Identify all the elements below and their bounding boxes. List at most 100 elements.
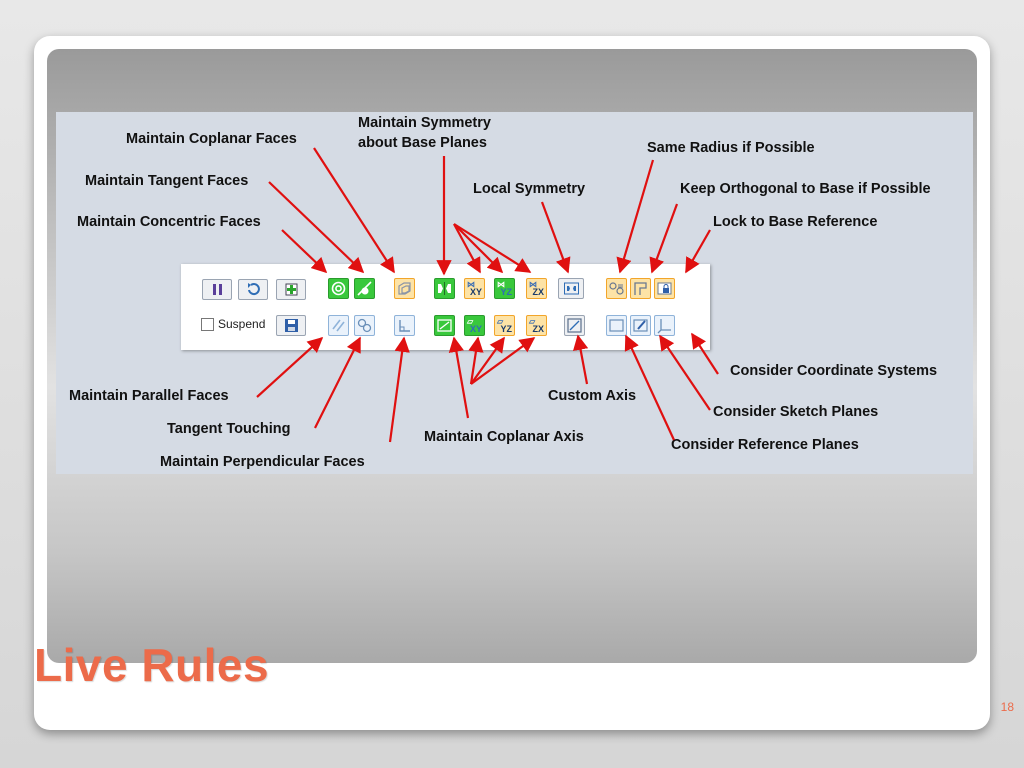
symmetry-small-icon: ⋈ (497, 280, 505, 289)
keep-orthogonal-button[interactable] (630, 278, 651, 299)
coplanar-axis-icon (437, 319, 452, 332)
label-maintain-perpendicular-faces: Maintain Perpendicular Faces (160, 454, 365, 470)
label-consider-coordinate-systems: Consider Coordinate Systems (730, 363, 938, 379)
tangent-touching-button[interactable] (354, 315, 375, 336)
axis-zx-label: ZX (532, 324, 544, 334)
sym-yz-label-top: YZ (500, 287, 512, 297)
label-same-radius: Same Radius if Possible (647, 140, 815, 156)
symmetry-small-icon: ⋈ (529, 280, 537, 289)
slide-title: Live Rules (34, 639, 270, 691)
arrow-symmetry-zx (453, 223, 532, 273)
coplanar-axis-button[interactable] (434, 315, 455, 336)
touching-circles-icon (357, 318, 372, 333)
label-lock-to-base: Lock to Base Reference (713, 214, 878, 230)
consider-sketch-planes-button[interactable] (630, 315, 651, 336)
consider-reference-planes-button[interactable] (606, 315, 627, 336)
arrow-tangent-faces (268, 181, 365, 274)
arrow-perpendicular-faces (388, 336, 410, 443)
live-rules-figure: Maintain Coplanar Faces Maintain Symmetr… (56, 112, 973, 474)
arrow-coordinate-systems (691, 332, 719, 375)
label-maintain-coplanar-faces: Maintain Coplanar Faces (126, 131, 297, 147)
save-button[interactable] (276, 315, 306, 336)
arrow-coplanar-axis-up (448, 336, 470, 419)
coplanar-faces-button[interactable] (394, 278, 415, 299)
arrow-parallel-faces (256, 336, 324, 398)
add-rule-button[interactable] (276, 279, 306, 300)
reference-plane-icon (609, 319, 624, 332)
coplanar-icon (398, 282, 411, 295)
sketch-plane-icon (633, 319, 648, 332)
axis-small-icon: ▱ (467, 317, 474, 326)
label-consider-sketch-planes: Consider Sketch Planes (713, 404, 879, 420)
content-area: Maintain Coplanar Faces Maintain Symmetr… (47, 49, 977, 663)
arrow-coplanar-faces (313, 147, 395, 274)
sym-xy-label: XY (469, 287, 482, 297)
label-custom-axis: Custom Axis (548, 388, 637, 404)
callout-arrows (256, 147, 719, 443)
arrow-reference-planes (624, 334, 675, 441)
arrow-lock-base (685, 229, 711, 274)
tangent-icon (357, 281, 372, 296)
label-maintain-symmetry-line2: about Base Planes (358, 135, 487, 151)
perpendicular-icon (399, 320, 410, 332)
arrow-symmetry-yz (453, 223, 504, 274)
arrow-local-symmetry (540, 201, 571, 274)
label-tangent-touching: Tangent Touching (167, 421, 291, 437)
label-maintain-tangent-faces: Maintain Tangent Faces (85, 173, 249, 189)
arrow-symmetry-xy (453, 223, 481, 274)
label-keep-orthogonal: Keep Orthogonal to Base if Possible (680, 181, 931, 197)
symmetry-small-icon: ⋈ (467, 280, 475, 289)
coplanar-axis-yz-button[interactable]: ▱ YZ (494, 315, 515, 336)
arrow-coplanar-axis-zx (470, 337, 536, 385)
lock-icon (657, 282, 672, 295)
lock-to-base-button[interactable] (654, 278, 675, 299)
label-local-symmetry: Local Symmetry (473, 181, 586, 197)
symmetry-xy-button[interactable]: ⋈ XY (464, 278, 485, 299)
concentric-circles-icon (331, 281, 346, 296)
plus-icon (285, 283, 297, 296)
slide: Maintain Coplanar Faces Maintain Symmetr… (34, 36, 990, 730)
custom-axis-icon (567, 318, 582, 333)
local-symmetry-icon (563, 282, 579, 295)
options-button[interactable] (238, 279, 268, 300)
parallel-icon (332, 319, 345, 332)
label-maintain-parallel-faces: Maintain Parallel Faces (69, 388, 229, 404)
arrow-sketch-planes (659, 334, 711, 411)
suspend-checkbox[interactable]: Suspend (201, 317, 265, 331)
page-number: 18 (1000, 700, 1014, 714)
symmetry-icon (438, 282, 451, 295)
pause-icon (212, 284, 222, 295)
refresh-icon (247, 283, 260, 296)
coplanar-axis-zx-button[interactable]: ▱ ZX (526, 315, 547, 336)
same-radius-button[interactable] (606, 278, 627, 299)
arrow-coplanar-axis-xy (468, 336, 484, 385)
axis-small-icon: ▱ (497, 317, 504, 326)
tangent-faces-button[interactable] (354, 278, 375, 299)
concentric-faces-button[interactable] (328, 278, 349, 299)
orthogonal-icon (634, 282, 647, 295)
parallel-faces-button[interactable] (328, 315, 349, 336)
sym-zx-label: ZX (532, 287, 544, 297)
axis-xy-label: XY (469, 324, 482, 334)
label-consider-reference-planes: Consider Reference Planes (671, 437, 859, 453)
live-rules-toolbar: Suspend (181, 264, 710, 350)
custom-axis-button[interactable] (564, 315, 585, 336)
radius-circles-icon (609, 282, 624, 295)
symmetry-yz-button[interactable]: ⋈ YZ (494, 278, 515, 299)
arrow-concentric-faces (281, 229, 328, 274)
label-maintain-concentric-faces: Maintain Concentric Faces (77, 214, 261, 230)
label-maintain-symmetry-line1: Maintain Symmetry (358, 115, 491, 131)
arrow-tangent-touching (314, 336, 361, 429)
coordinate-system-icon (657, 319, 671, 334)
axis-yz-label: YZ (500, 324, 512, 334)
local-symmetry-button[interactable] (558, 278, 584, 299)
label-maintain-coplanar-axis: Maintain Coplanar Axis (424, 429, 584, 445)
symmetry-base-planes-button[interactable] (434, 278, 455, 299)
arrow-custom-axis (572, 334, 589, 385)
symmetry-zx-button[interactable]: ⋈ ZX (526, 278, 547, 299)
coplanar-axis-xy-button[interactable]: ▱ XY (464, 315, 485, 336)
suspend-checkbox-box[interactable] (201, 317, 214, 331)
perpendicular-faces-button[interactable] (394, 315, 415, 336)
save-icon (284, 319, 298, 332)
pause-button[interactable] (202, 279, 232, 300)
